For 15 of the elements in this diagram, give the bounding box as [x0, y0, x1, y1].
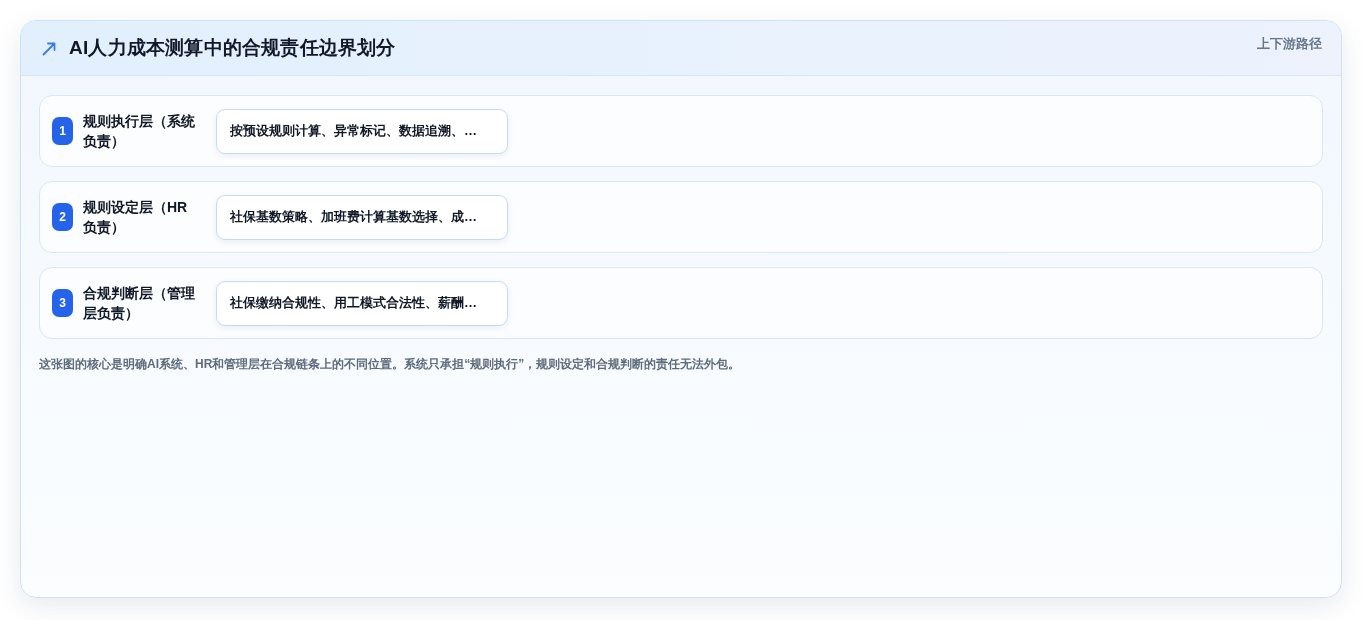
description-card: 社保缴纳合规性、用工模式合法性、薪酬…: [216, 280, 508, 326]
title: AI人力成本测算中的合规责任边界划分: [69, 36, 396, 60]
step-number: 1: [52, 117, 73, 145]
layer-heading: 规则执行层（系统负责）: [83, 112, 196, 151]
layer-heading: 规则设定层（HR负责）: [83, 198, 189, 237]
layer-row: [39, 95, 1323, 167]
description-card: 社保基数策略、加班费计算基数选择、成…: [216, 194, 508, 240]
layer-heading: 合规判断层（管理层负责）: [83, 284, 196, 323]
description-card: 按预设规则计算、异常标记、数据追溯、…: [216, 108, 508, 154]
step-number: 3: [52, 289, 73, 317]
layer-row: [39, 267, 1323, 339]
step-number: 2: [52, 203, 73, 231]
header-label: 上下游路径: [1257, 36, 1322, 53]
layer-row: [39, 181, 1323, 253]
caption: 这张图的核心是明确AI系统、HR和管理层在合规链条上的不同位置。系统只承担“规则执行”，规则设定和合规判断的责任无法外包。: [39, 356, 741, 373]
